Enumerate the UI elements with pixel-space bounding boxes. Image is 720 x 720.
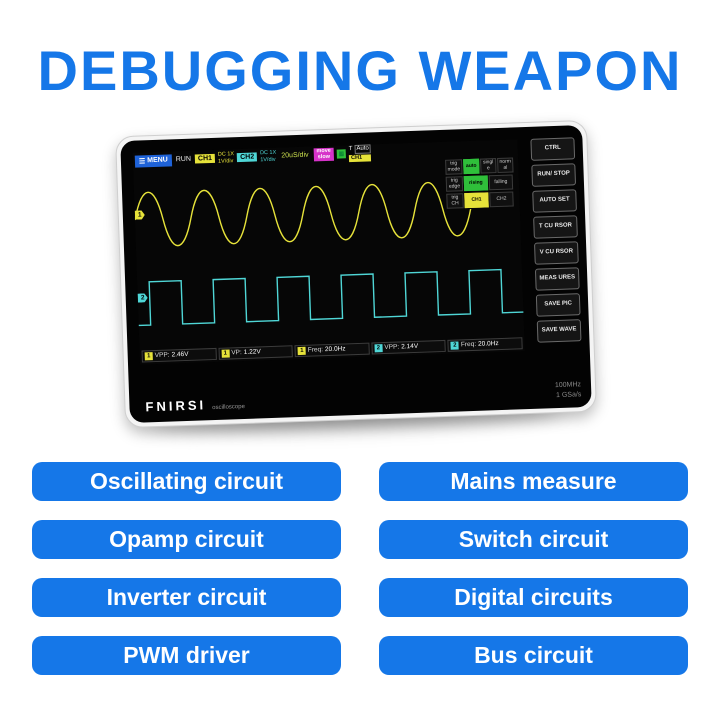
- measurement-label: VPP:: [384, 343, 400, 352]
- measurement-value: 1.22V: [243, 348, 261, 356]
- timebase-value[interactable]: 20uS/div: [281, 151, 309, 160]
- trig-edge-row: trig edge rising falling: [445, 174, 518, 192]
- trig-edge-falling[interactable]: falling: [488, 174, 514, 191]
- waveform-plot: [134, 181, 524, 327]
- brand-logo: FNIRSI: [145, 397, 207, 415]
- trig-ch-ch2[interactable]: CH2: [489, 191, 514, 208]
- v-cursor-button[interactable]: V CU RSOR: [534, 241, 579, 265]
- trig-mode-normal[interactable]: normal: [497, 157, 514, 173]
- move-label-2: slow: [317, 153, 331, 160]
- menu-label: MENU: [147, 156, 168, 165]
- t-cursor-button[interactable]: T CU RSOR: [533, 215, 578, 239]
- ch1-badge: 1: [297, 346, 306, 355]
- measurement-value: 20.0Hz: [324, 345, 346, 354]
- bandwidth-spec: 100MHz: [554, 381, 582, 390]
- ch2-square-waveform: [138, 268, 524, 327]
- ch2-chip[interactable]: CH2: [237, 152, 258, 163]
- trigger-icon: ▦: [336, 149, 347, 159]
- save-pic-button[interactable]: SAVE PIC: [535, 293, 581, 317]
- pill-digital-circuits[interactable]: Digital circuits: [379, 578, 688, 617]
- trig-mode-auto[interactable]: auto: [463, 158, 480, 175]
- oscilloscope-screen: ☰ MENU RUN CH1 DC 1X 1V/div CH2 DC 1X 1V…: [132, 139, 525, 365]
- pill-mains-measure[interactable]: Mains measure: [379, 462, 688, 501]
- trigger-status: T Auto CH1: [348, 144, 372, 162]
- measurement-value: 2.46V: [171, 350, 189, 359]
- trig-mode-single[interactable]: single: [480, 158, 497, 174]
- waveform-area: 1 2 trig mode auto single normal trig ed…: [133, 156, 524, 349]
- page-title: DEBUGGING WEAPON: [37, 39, 683, 102]
- measurement-label: Freq:: [307, 346, 324, 354]
- pill-switch-circuit[interactable]: Switch circuit: [379, 520, 688, 559]
- ch1-settings: DC 1X 1V/div: [218, 152, 235, 165]
- measurement-ch2-vpp: 2 VPP: 2.14V: [371, 339, 447, 355]
- pill-bus-circuit[interactable]: Bus circuit: [379, 636, 688, 675]
- brand-subtitle: oscilloscope: [212, 403, 245, 412]
- trig-ch-label: trig CH: [446, 193, 464, 209]
- pill-oscillating-circuit[interactable]: Oscillating circuit: [32, 462, 341, 501]
- measurement-value: 20.0Hz: [477, 340, 499, 348]
- trigger-t-label: T: [348, 146, 353, 153]
- measurement-label: VP:: [231, 349, 242, 357]
- trig-ch-ch1[interactable]: CH1: [464, 192, 489, 209]
- use-case-grid: Oscillating circuit Mains measure Opamp …: [32, 462, 688, 675]
- oscilloscope-device: ☰ MENU RUN CH1 DC 1X 1V/div CH2 DC 1X 1V…: [115, 119, 597, 429]
- trig-edge-label: trig edge: [445, 176, 464, 192]
- trigger-mode-value: Auto: [354, 144, 371, 155]
- run-stop-button[interactable]: RUN/ STOP: [531, 163, 577, 187]
- measures-button[interactable]: MEAS URES: [534, 267, 580, 291]
- measurement-ch2-freq: 2 Freq: 20.0Hz: [447, 336, 523, 352]
- measurement-label: Freq:: [460, 340, 477, 349]
- pill-opamp-circuit[interactable]: Opamp circuit: [32, 520, 341, 559]
- ch1-badge: 1: [144, 351, 153, 360]
- measurement-value: 2.14V: [401, 342, 419, 351]
- ctrl-button[interactable]: CTRL: [530, 137, 576, 161]
- menu-button[interactable]: ☰ MENU: [134, 153, 173, 168]
- measurement-ch1-vp: 1 VP: 1.22V: [218, 344, 294, 360]
- hamburger-icon: ☰: [138, 157, 146, 166]
- trig-mode-row: trig mode auto single normal: [445, 157, 517, 175]
- tablet-frame: ☰ MENU RUN CH1 DC 1X 1V/div CH2 DC 1X 1V…: [115, 119, 597, 429]
- pill-inverter-circuit[interactable]: Inverter circuit: [32, 578, 341, 617]
- save-wave-button[interactable]: SAVE WAVE: [536, 319, 582, 343]
- ch2-settings: DC 1X 1V/div: [260, 150, 277, 163]
- ch1-scale: 1V/div: [217, 157, 234, 165]
- trig-mode-label: trig mode: [445, 159, 463, 175]
- function-button-column: CTRL RUN/ STOP AUTO SET T CU RSOR V CU R…: [530, 137, 582, 343]
- trig-ch-row: trig CH CH1 CH2: [446, 191, 518, 209]
- ch1-chip[interactable]: CH1: [194, 153, 216, 164]
- ch2-scale: 1V/div: [260, 156, 276, 163]
- ch2-badge: 2: [374, 343, 383, 352]
- samplerate-spec: 1 GSa/s: [555, 390, 582, 399]
- pill-pwm-driver[interactable]: PWM driver: [32, 636, 341, 675]
- trig-edge-rising[interactable]: rising: [463, 175, 489, 192]
- ch2-badge: 2: [450, 340, 460, 350]
- trigger-menu: trig mode auto single normal trig edge r…: [444, 156, 520, 210]
- ch1-sine-waveform: [134, 181, 472, 247]
- tablet-bezel: ☰ MENU RUN CH1 DC 1X 1V/div CH2 DC 1X 1V…: [120, 125, 592, 423]
- measurement-label: VPP:: [154, 351, 170, 360]
- device-specs: 100MHz 1 GSa/s: [555, 380, 582, 400]
- ch1-badge: 1: [221, 348, 230, 358]
- move-speed-button[interactable]: move slow: [313, 147, 335, 162]
- auto-set-button[interactable]: AUTO SET: [532, 189, 577, 213]
- run-status: RUN: [175, 155, 192, 164]
- measurement-ch1-freq: 1 Freq: 20.0Hz: [294, 342, 370, 357]
- measurement-ch1-vpp: 1 VPP: 2.46V: [141, 347, 217, 363]
- brand-row: FNIRSI oscilloscope 100MHz 1 GSa/s: [145, 380, 581, 414]
